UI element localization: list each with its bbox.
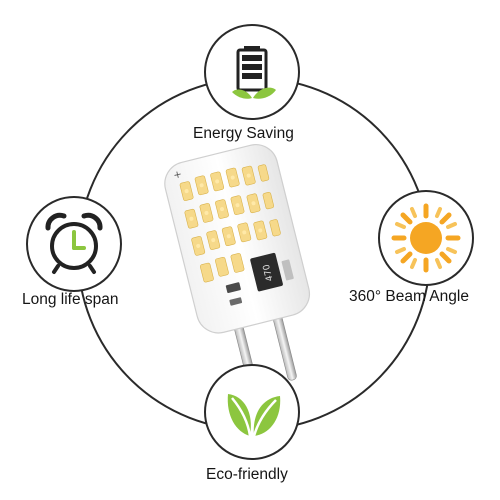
svg-text:+: +: [172, 169, 183, 182]
beam-angle-label: 360° Beam Angle: [349, 288, 469, 305]
alarm-clock-icon: [45, 212, 103, 274]
long-life-badge: [26, 196, 122, 292]
battery-leaf-icon: [232, 46, 276, 99]
beam-angle-badge: [378, 190, 474, 286]
chip-marking: 470: [262, 263, 276, 282]
led-bulb-image: 470 +: [164, 144, 311, 390]
sun-icon: [391, 203, 461, 273]
eco-friendly-badge: [204, 364, 300, 460]
eco-friendly-label: Eco-friendly: [206, 466, 288, 483]
long-life-label: Long life span: [22, 291, 119, 308]
leaves-icon: [227, 394, 281, 437]
energy-saving-badge: [204, 24, 300, 120]
energy-saving-label: Energy Saving: [193, 125, 294, 142]
